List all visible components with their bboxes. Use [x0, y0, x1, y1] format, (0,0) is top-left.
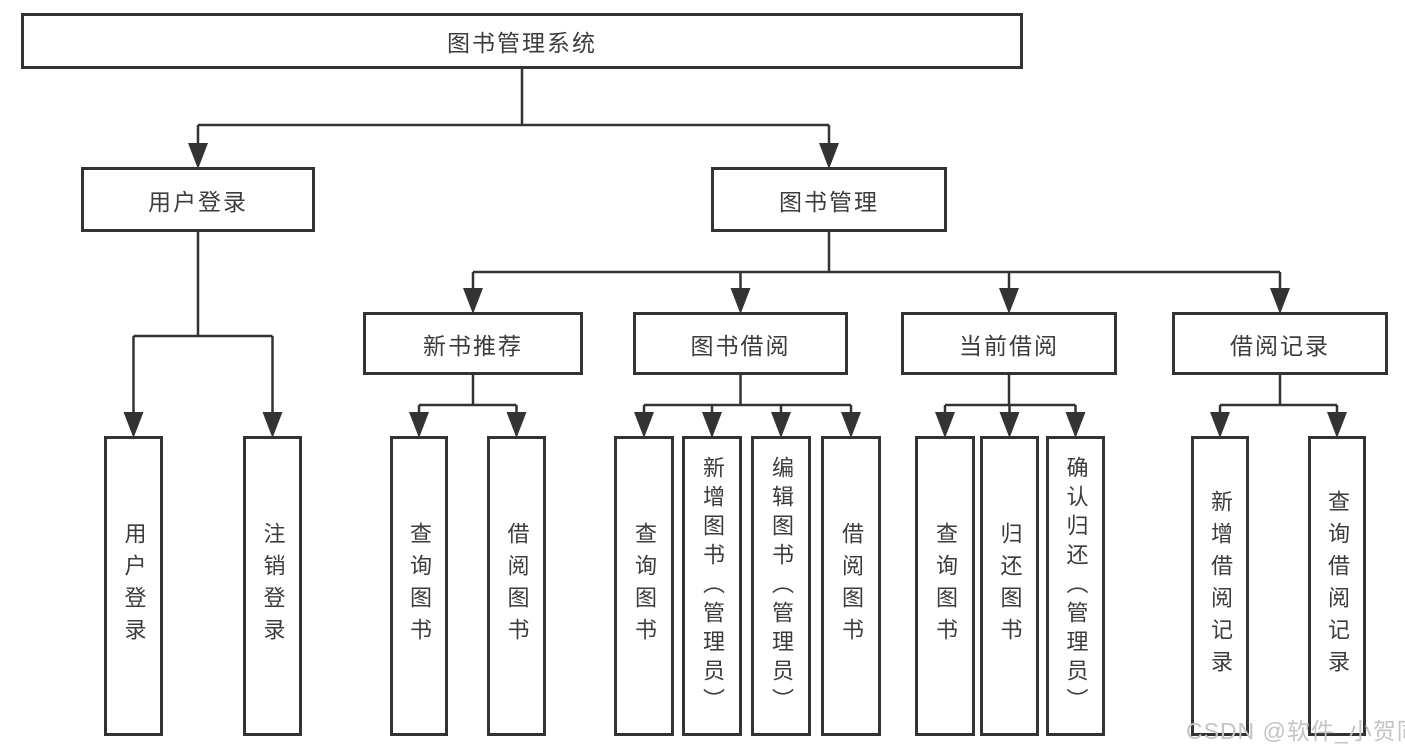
arrow-down-icon [771, 412, 791, 438]
arrow-down-icon [506, 412, 527, 438]
node-label: 用户登录 [121, 522, 147, 650]
leaf-logout: 注销登录 [243, 436, 302, 736]
node-label: 查询图书 [632, 522, 657, 650]
connector-bookmgmt-to-level3 [471, 232, 1282, 290]
leaf-add-books-admin: 新增图书（管理员） [682, 436, 742, 736]
watermark: CSDN @软件_小贺同学 [1186, 718, 1405, 744]
arrow-down-icon [841, 412, 861, 438]
arrow-down-icon [819, 143, 839, 169]
node-borrow-records: 借阅记录 [1172, 312, 1388, 375]
arrow-down-icon [262, 412, 283, 438]
node-current-borrow: 当前借阅 [901, 312, 1117, 375]
connector-userlogin-to-leaves [132, 232, 274, 415]
arrow-down-icon [935, 412, 955, 438]
connector-borrow-to-leaves [642, 375, 853, 415]
arrow-down-icon [123, 412, 144, 438]
node-label: 借阅图书 [839, 522, 864, 650]
leaf-recommend-query-books: 查询图书 [390, 436, 448, 736]
node-book-borrow: 图书借阅 [633, 312, 848, 375]
arrow-down-icon [730, 288, 751, 314]
leaf-add-borrow-record: 新增借阅记录 [1191, 436, 1249, 736]
node-label: 查询图书 [933, 522, 958, 650]
leaf-confirm-return-admin: 确认归还（管理员） [1046, 436, 1105, 736]
node-label: 查询图书 [407, 522, 432, 650]
node-label: 新增图书（管理员） [700, 455, 725, 717]
node-label: 编辑图书（管理员） [769, 455, 794, 717]
leaf-query-borrow-record: 查询借阅记录 [1308, 436, 1366, 736]
connector-recommend-to-leaves [417, 375, 518, 415]
node-new-book-recommend: 新书推荐 [363, 312, 583, 375]
connector-current-to-leaves [943, 375, 1077, 415]
arrow-down-icon [188, 143, 208, 169]
node-book-management: 图书管理 [711, 167, 947, 232]
node-root-system: 图书管理系统 [21, 13, 1023, 69]
node-label: 图书借阅 [690, 332, 791, 359]
node-label: 归还图书 [997, 522, 1023, 650]
node-label: 新书推荐 [423, 332, 523, 359]
node-label: 查询借阅记录 [1325, 490, 1350, 682]
arrow-down-icon [463, 288, 483, 314]
node-label: 图书管理 [779, 188, 879, 215]
arrow-down-icon [702, 412, 722, 438]
leaf-borrow-books: 借阅图书 [821, 436, 881, 736]
node-label: 用户登录 [148, 188, 248, 215]
leaf-user-login: 用户登录 [104, 436, 163, 736]
leaf-edit-books-admin: 编辑图书（管理员） [751, 436, 811, 736]
connector-records-to-leaves [1218, 375, 1339, 415]
node-label: 借阅记录 [1230, 332, 1330, 359]
arrow-down-icon [1327, 412, 1347, 438]
arrow-down-icon [1065, 412, 1086, 438]
node-label: 借阅图书 [504, 522, 530, 650]
leaf-borrow-query-books: 查询图书 [614, 436, 674, 736]
arrow-down-icon [634, 412, 654, 438]
leaf-current-query-books: 查询图书 [915, 436, 975, 736]
leaf-recommend-borrow-books: 借阅图书 [487, 436, 546, 736]
arrow-down-icon [409, 412, 429, 438]
node-user-login: 用户登录 [81, 167, 315, 232]
node-label: 图书管理系统 [447, 30, 597, 56]
node-label: 注销登录 [260, 522, 286, 650]
arrow-down-icon [1210, 412, 1230, 438]
node-label: 确认归还（管理员） [1063, 455, 1089, 717]
arrowheads [123, 143, 1347, 438]
leaf-return-books: 归还图书 [980, 436, 1039, 736]
connector-root-to-level2 [196, 69, 831, 146]
node-label: 新增借阅记录 [1208, 490, 1233, 682]
arrow-down-icon [1270, 288, 1290, 314]
node-label: 当前借阅 [959, 332, 1059, 359]
arrow-down-icon [999, 412, 1020, 438]
arrow-down-icon [999, 288, 1019, 314]
